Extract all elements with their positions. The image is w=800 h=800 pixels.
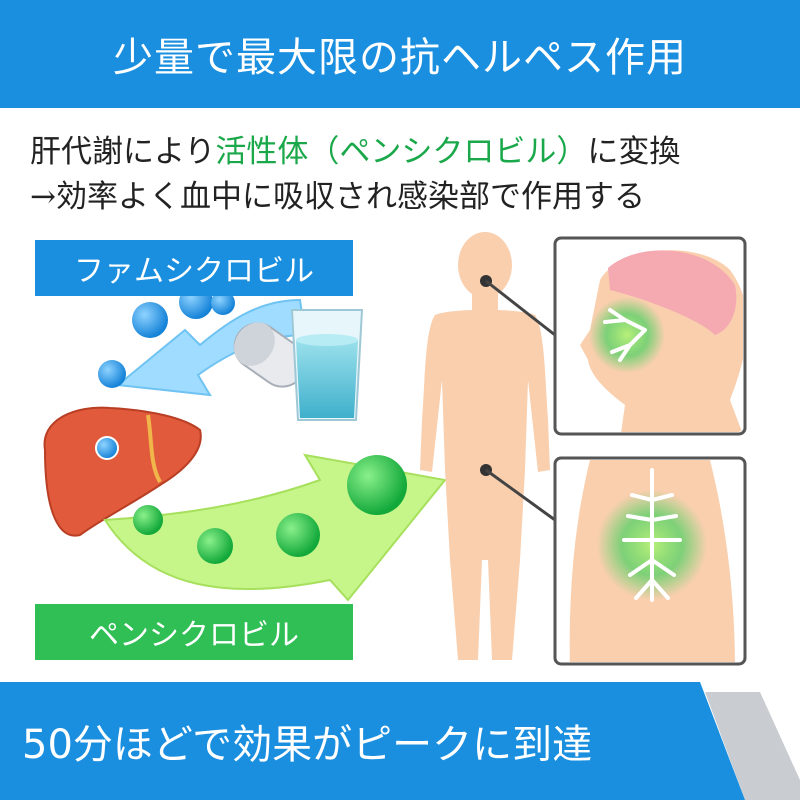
head-nerve-panel <box>553 236 747 436</box>
footer-shadow <box>705 692 800 800</box>
page-title: 少量で最大限の抗ヘルペス作用 <box>113 35 687 81</box>
trigeminal-nerve <box>603 308 647 362</box>
green-molecules <box>133 455 407 564</box>
back-pointer-line <box>485 468 556 522</box>
liver-icon <box>43 406 202 537</box>
footer-text: 50分ほどで効果がピークに到達 <box>22 722 593 768</box>
description: 肝代謝により活性体（ペンシクロビル）に変換 →効率よく血中に吸収され感染部で作用… <box>30 130 790 220</box>
desc-text: 肝代謝により <box>30 134 216 170</box>
human-body-icon <box>420 232 550 660</box>
active-form-highlight: 活性体（ペンシクロビル） <box>215 134 588 170</box>
head-pointer-line <box>485 279 556 337</box>
famciclovir-label: ファムシクロビル <box>35 240 353 296</box>
header-banner: 少量で最大限の抗ヘルペス作用 <box>0 0 800 108</box>
footer-banner <box>0 682 745 800</box>
spinal-nerve <box>622 468 682 602</box>
penciclovir-label: ペンシクロビル <box>35 604 353 660</box>
description-line-1: 肝代謝により活性体（ペンシクロビル）に変換 <box>30 130 790 175</box>
water-glass-icon <box>290 309 364 421</box>
back-nerve-panel <box>553 456 747 666</box>
footer: 50分ほどで効果がピークに到達 <box>0 682 800 800</box>
desc-text: に変換 <box>587 134 681 170</box>
description-line-2: →効率よく血中に吸収され感染部で作用する <box>30 179 645 215</box>
